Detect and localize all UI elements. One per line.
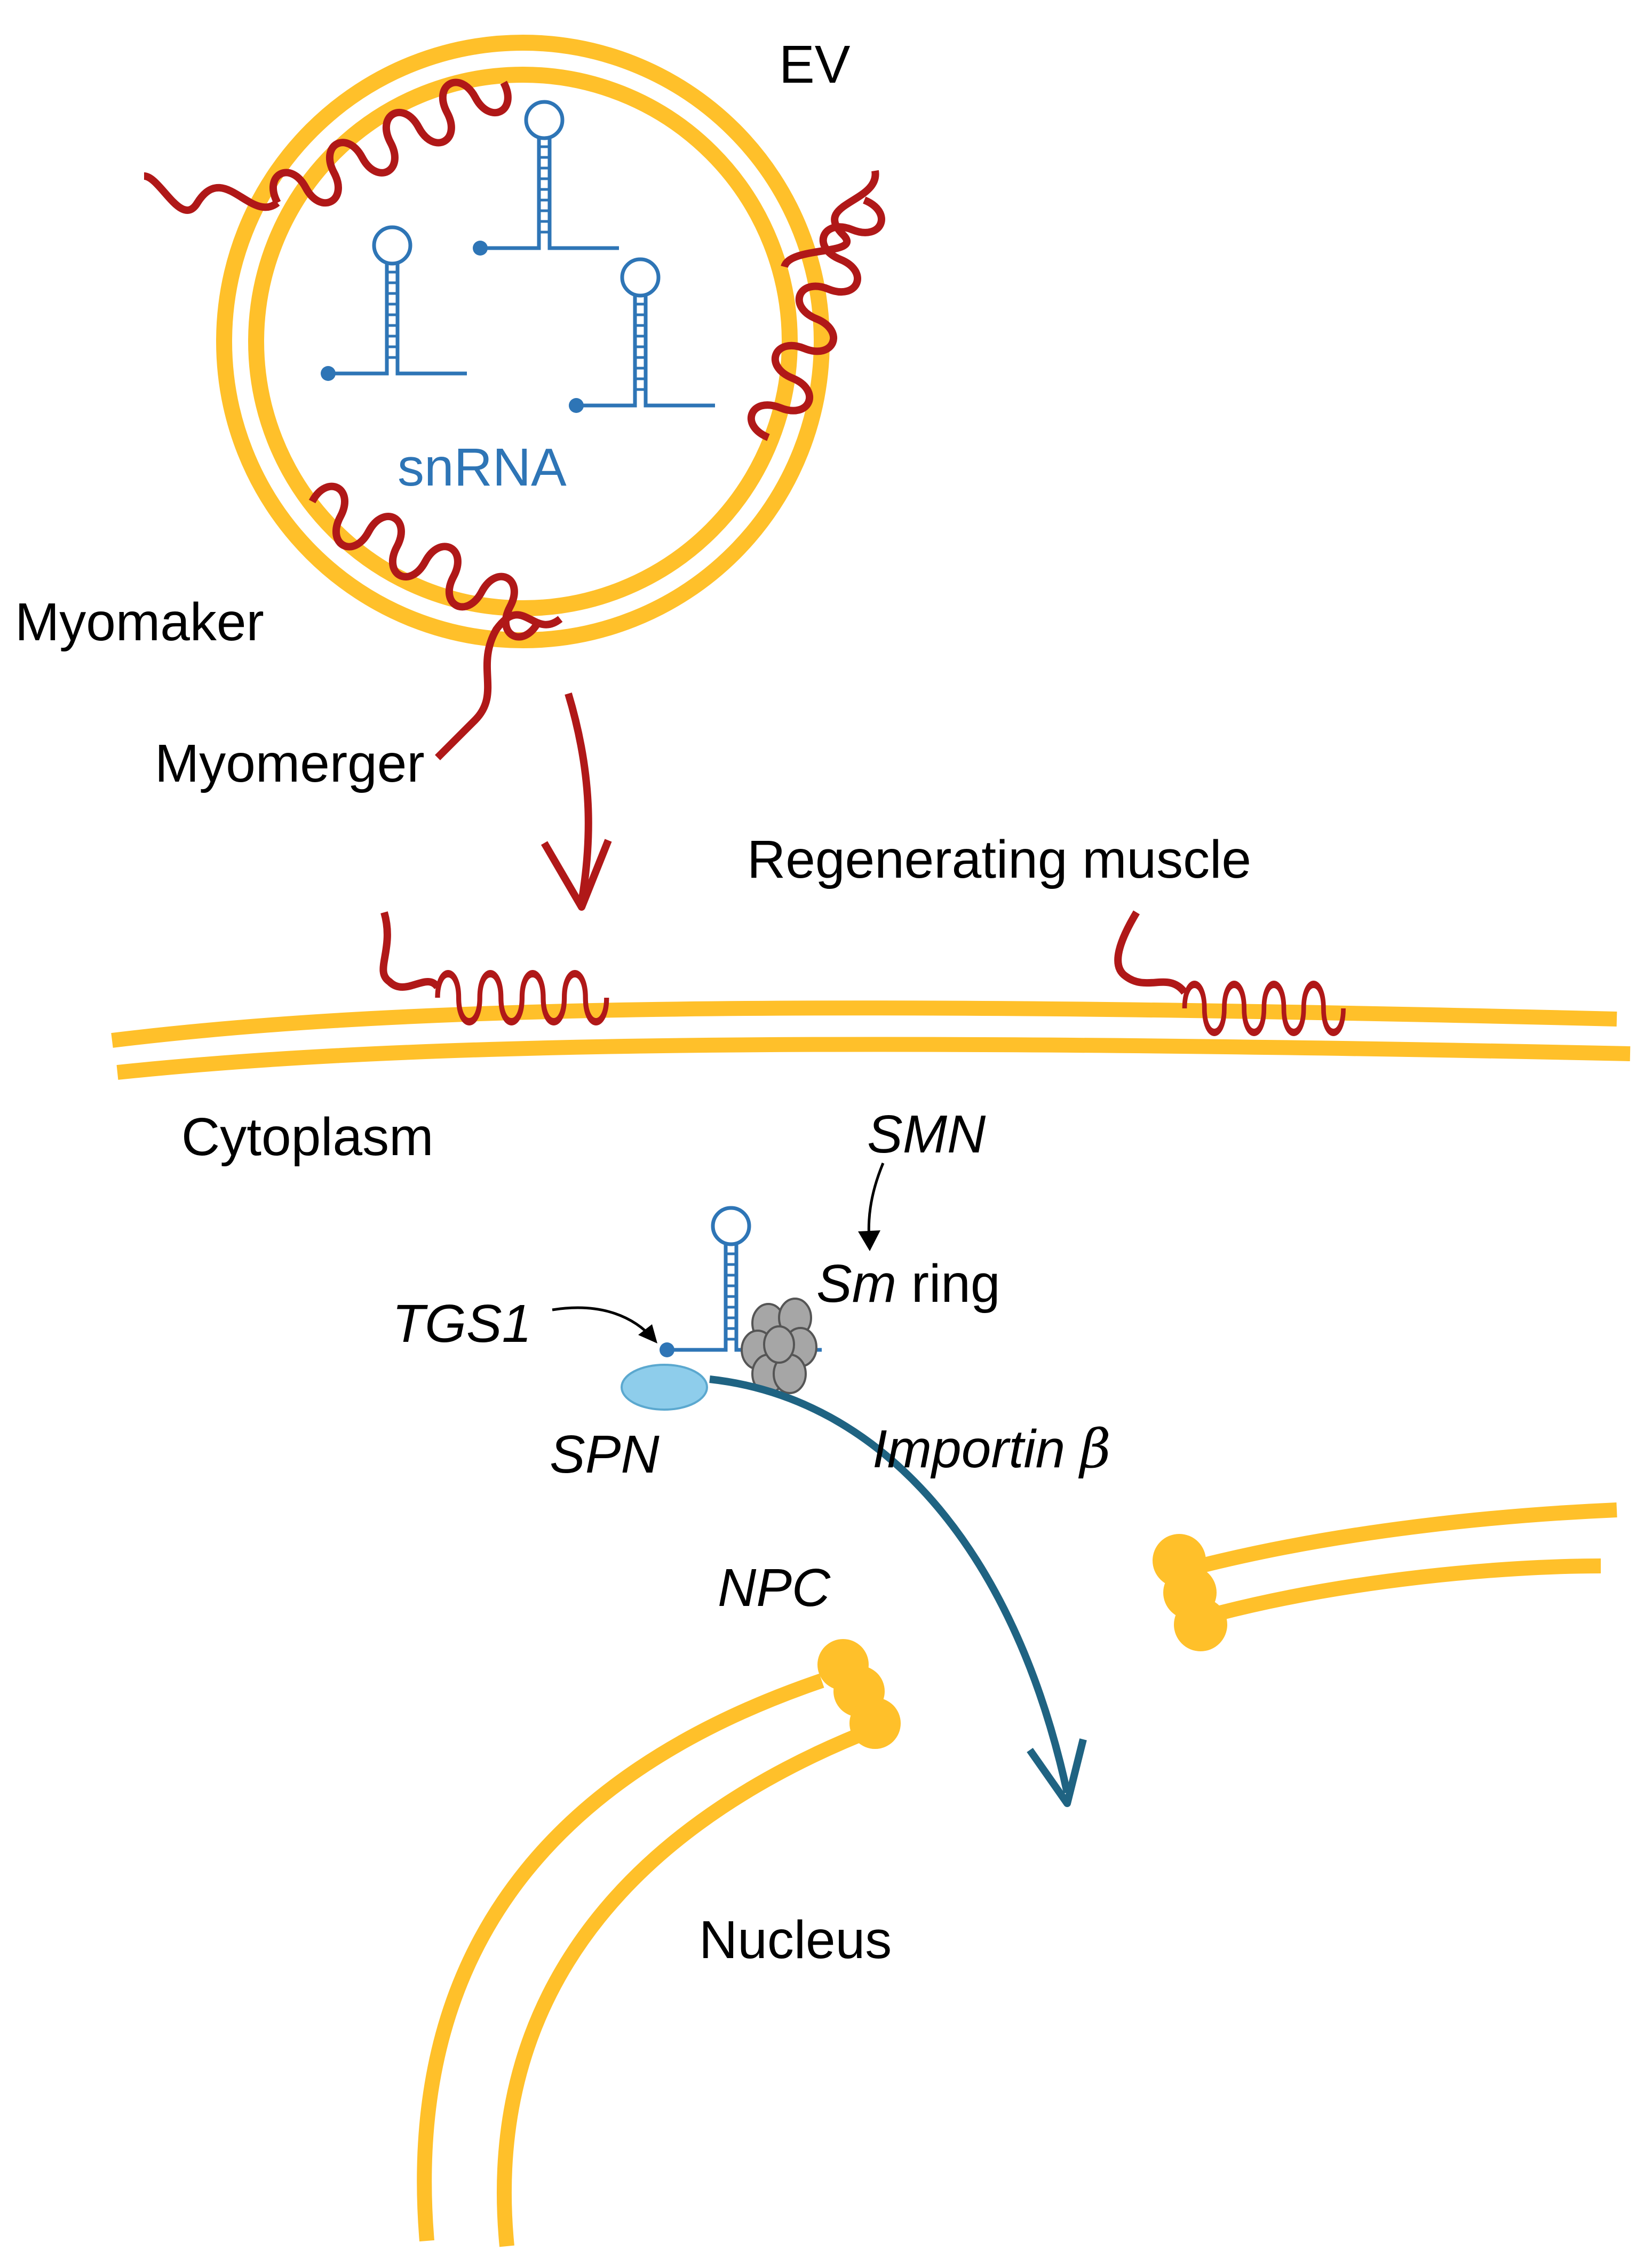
label-beta: β <box>1078 1418 1111 1480</box>
snrna-hairpin-1 <box>473 102 619 256</box>
label-sm-ring-rest: ring <box>896 1254 1000 1314</box>
label-npc: NPC <box>718 1558 831 1618</box>
snrna-hairpin-2 <box>321 227 467 381</box>
label-myomaker: Myomaker <box>15 592 264 652</box>
importin-arrow <box>709 1375 1087 1807</box>
snrna-hairpin-3 <box>569 259 715 413</box>
spn-protein <box>621 1364 708 1411</box>
npc-left <box>817 1639 901 1749</box>
label-nucleus: Nucleus <box>699 1910 892 1970</box>
sm-ring-icon <box>741 1298 817 1394</box>
label-importin: Importin <box>872 1419 1080 1479</box>
label-regenerating-muscle: Regenerating muscle <box>747 830 1251 889</box>
label-importin-beta: Importin β <box>872 1418 1111 1480</box>
ev-protein-top-left <box>143 61 515 224</box>
fusion-arrow <box>541 692 612 911</box>
ev-protein-bottom-left <box>301 480 563 760</box>
label-myomerger: Myomerger <box>155 734 425 793</box>
label-smn: SMN <box>867 1104 986 1164</box>
label-ev: EV <box>779 35 851 94</box>
label-sm-ring: Sm ring <box>816 1254 1000 1314</box>
membrane-protein-1 <box>379 911 606 1022</box>
tgs1-arrow <box>552 1306 657 1343</box>
label-sm-ring-italic: Sm <box>816 1254 896 1314</box>
nuclear-envelope-left <box>417 1673 878 2247</box>
ev-vesicle <box>216 35 830 648</box>
label-snrna: snRNA <box>398 438 567 497</box>
ev-protein-right <box>746 170 886 447</box>
npc-right <box>1153 1534 1227 1651</box>
nuclear-envelope-right <box>1188 1502 1617 1624</box>
plasma-membrane <box>111 1000 1631 1080</box>
label-spn: SPN <box>550 1425 660 1484</box>
membrane-protein-2 <box>1114 910 1343 1032</box>
label-tgs1: TGS1 <box>392 1294 531 1354</box>
label-cytoplasm: Cytoplasm <box>181 1107 433 1167</box>
smn-arrow <box>858 1163 885 1251</box>
